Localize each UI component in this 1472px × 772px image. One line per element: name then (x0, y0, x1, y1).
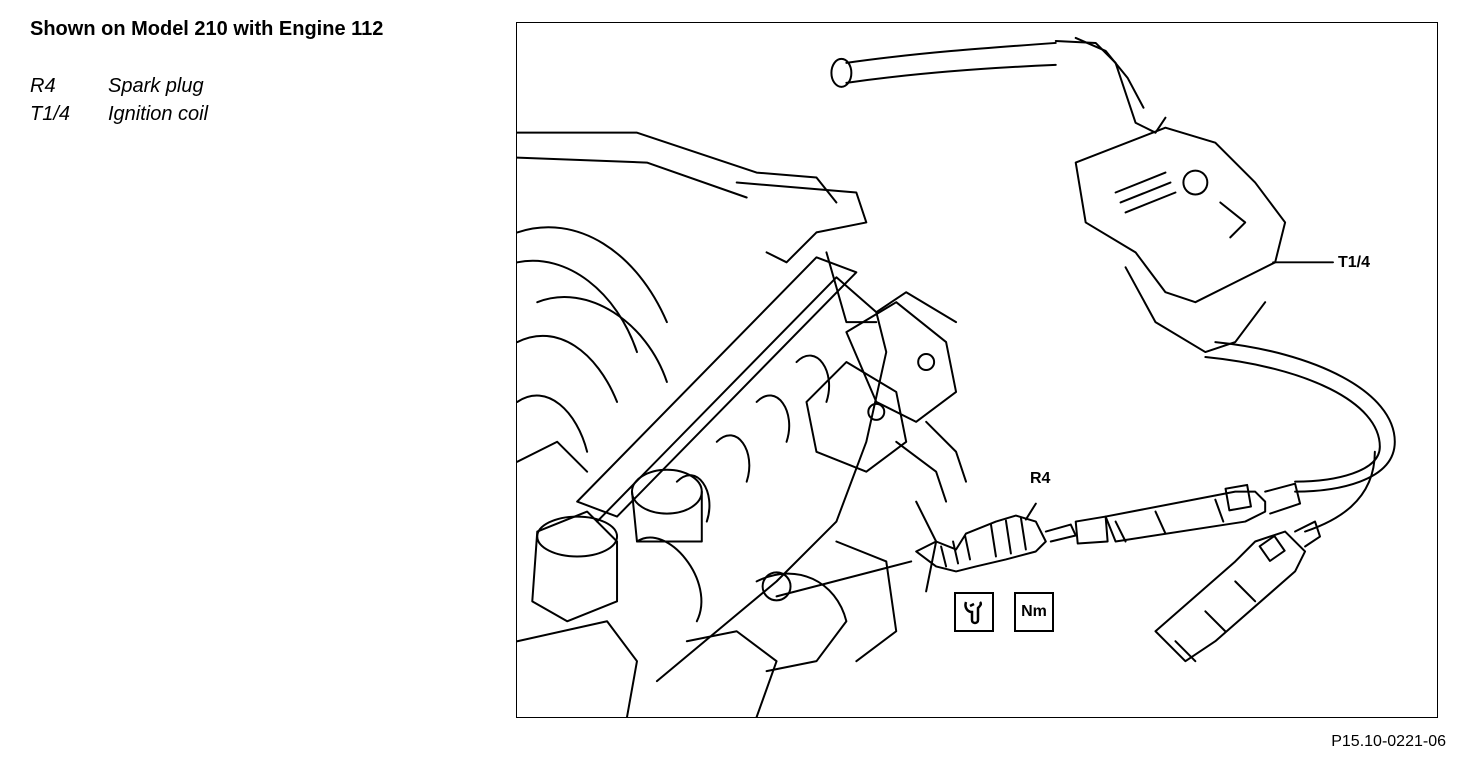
torque-icon: Nm (1014, 592, 1054, 632)
legend-item: T1/4 Ignition coil (30, 100, 208, 128)
figure-reference: P15.10-0221-06 (1331, 733, 1446, 750)
engine-drawing (517, 36, 1396, 717)
callout-ignition-coil: T1/4 (1338, 254, 1371, 271)
callout-spark-plug: R4 (1030, 470, 1051, 487)
legend-code: T1/4 (30, 102, 71, 125)
legend: R4 Spark plug T1/4 Ignition coil (30, 72, 208, 128)
wrench-symbol (964, 601, 983, 625)
page-title: Shown on Model 210 with Engine 112 (30, 18, 384, 40)
legend-label: Ignition coil (108, 102, 209, 125)
special-tool-icon (954, 592, 994, 632)
legend-label: Spark plug (108, 74, 204, 97)
legend-item: R4 Spark plug (30, 72, 208, 100)
legend-code: R4 (30, 74, 56, 97)
